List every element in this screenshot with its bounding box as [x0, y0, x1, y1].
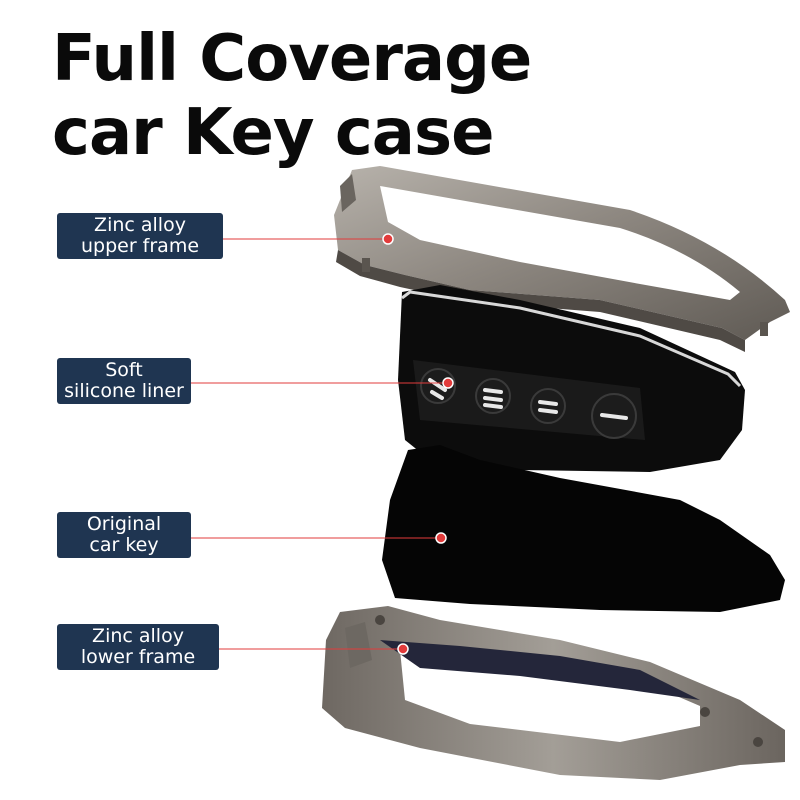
label-car-key: Original car key — [57, 512, 191, 558]
label-upper-frame-line-2: upper frame — [80, 235, 200, 257]
label-silicone-liner-line-2: silicone liner — [64, 380, 184, 402]
headline-line-1: Full Coverage — [52, 22, 532, 96]
label-car-key-line-1: Original — [86, 513, 162, 535]
silicone-liner-image — [398, 285, 745, 472]
headline: Full Coverage car Key case — [52, 22, 532, 170]
label-lower-frame: Zinc alloy lower frame — [57, 624, 219, 670]
pointer-liner — [191, 377, 454, 389]
upper-frame-image — [334, 166, 790, 352]
car-key-image — [382, 445, 785, 612]
headline-line-2: car Key case — [52, 96, 494, 170]
label-silicone-liner: Soft silicone liner — [57, 358, 191, 404]
label-upper-frame-line-1: Zinc alloy — [94, 214, 186, 236]
pointer-key — [191, 532, 447, 544]
label-upper-frame: Zinc alloy upper frame — [57, 213, 223, 259]
label-lower-frame-line-1: Zinc alloy — [92, 625, 184, 647]
pointer-lower — [219, 643, 409, 655]
label-silicone-liner-line-1: Soft — [105, 359, 143, 381]
label-lower-frame-line-2: lower frame — [80, 646, 196, 668]
lower-frame-image — [322, 606, 785, 780]
label-car-key-line-2: car key — [89, 534, 159, 556]
pointer-upper — [223, 233, 394, 245]
